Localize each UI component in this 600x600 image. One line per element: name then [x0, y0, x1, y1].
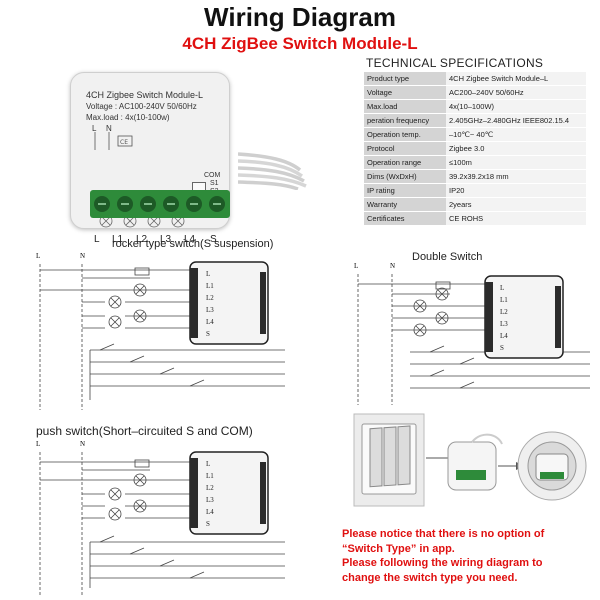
double-term-l: L [500, 284, 504, 292]
rocker-term-s: S [206, 330, 210, 338]
spec-value: 2.405GHz–2.480GHz IEEE802.15.4 [446, 113, 586, 128]
double-term-l1: L1 [500, 296, 508, 304]
module-schematic: CE [94, 132, 133, 150]
specs-title: TECHNICAL SPECIFICATIONS [366, 56, 544, 70]
double-line-n-label: N [390, 262, 395, 270]
spec-value: Zigbee 3.0 [446, 141, 586, 156]
spec-value: ≤100m [446, 155, 586, 170]
notice-line-3: Please following the wiring diagram to [342, 557, 543, 569]
double-term-l4: L4 [500, 332, 508, 340]
notice-line-2: “Switch Type” in app. [342, 542, 455, 555]
push-term-l2: L2 [206, 484, 214, 492]
spec-key: Voltage [364, 85, 446, 100]
push-caption: push switch(Short–circuited S and COM) [36, 424, 253, 438]
module-maxload: Max.load : 4x(10-100w) [86, 113, 170, 122]
push-term-s: S [206, 520, 210, 528]
module-name: 4CH Zigbee Switch Module-L [86, 90, 204, 100]
top-terminal-l: L [92, 124, 97, 133]
svg-text:CE: CE [120, 139, 128, 146]
double-term-s: S [500, 344, 504, 352]
spec-value: 4x(10–100W) [446, 99, 586, 114]
spec-key: Protocol [364, 141, 446, 156]
terminal-block [90, 190, 230, 218]
rocker-term-l4: L4 [206, 318, 214, 326]
notice-line-1: Please notice that there is no option of [342, 528, 545, 540]
s1-label: S1 [210, 180, 219, 187]
installation-illustration [353, 413, 587, 507]
lead-wires [238, 152, 307, 190]
spec-key: peration frequency [364, 113, 446, 128]
push-term-l: L [206, 460, 210, 468]
spec-value: CE ROHS [446, 211, 586, 226]
rocker-caption: rocker type switch(S suspension) [112, 238, 274, 250]
spec-key: Operation range [364, 155, 446, 170]
spec-key: IP rating [364, 183, 446, 198]
double-term-l2: L2 [500, 308, 508, 316]
rocker-line-n-label: N [80, 252, 85, 260]
push-term-l3: L3 [206, 496, 214, 504]
spec-row: Dims (WxDxH)39.2x39.2x18 mm [364, 169, 586, 184]
spec-row: Operation temp.–10℃~ 40℃ [364, 127, 586, 142]
notice-line-4: change the switch type you need. [342, 571, 518, 584]
spec-value: –10℃~ 40℃ [446, 127, 586, 142]
push-line-l-label: L [36, 440, 40, 448]
double-caption: Double Switch [412, 251, 483, 263]
spec-row: Operation range≤100m [364, 155, 586, 170]
rocker-term-l: L [206, 270, 210, 278]
rocker-wiring-diagram: L N L L1 L2 L3 L4 S [36, 252, 285, 410]
rocker-term-l2: L2 [206, 294, 214, 302]
rocker-term-l1: L1 [206, 282, 214, 290]
rocker-term-l3: L3 [206, 306, 214, 314]
double-wiring-diagram: L N L L1 L2 L3 L4 S [354, 262, 590, 405]
spec-value: 2years [446, 197, 586, 212]
rocker-line-l-label: L [36, 252, 40, 260]
page-title: Wiring Diagram [204, 2, 396, 32]
com-label: COM [204, 172, 221, 179]
spec-value: 4CH Zigbee Switch Module–L [446, 72, 586, 86]
push-line-n-label: N [80, 440, 85, 448]
terminal-label-l4: L4 [184, 234, 196, 245]
spec-key: Warranty [364, 197, 446, 212]
push-wiring-diagram: L N L L1 L2 L3 L4 S [36, 440, 285, 596]
terminal-label-l1: L1 [112, 234, 124, 245]
terminal-label-l2: L2 [136, 234, 148, 245]
spec-key: Max.load [364, 99, 446, 114]
spec-key: Operation temp. [364, 127, 446, 142]
spec-value: AC200–240V 50/60Hz [446, 85, 586, 100]
terminal-label-l3: L3 [160, 234, 172, 245]
switch-type-notice: Please notice that there is no option of… [342, 527, 598, 585]
spec-key: Dims (WxDxH) [364, 169, 446, 184]
top-terminal-n: N [106, 124, 112, 133]
spec-key: Certificates [364, 211, 446, 226]
spec-value: IP20 [446, 183, 586, 198]
push-term-l4: L4 [206, 508, 214, 516]
double-term-l3: L3 [500, 320, 508, 328]
spec-value: 39.2x39.2x18 mm [446, 169, 586, 184]
module-voltage: Voltage : AC100-240V 50/60Hz [86, 102, 197, 111]
product-subtitle: 4CH ZigBee Switch Module-L [182, 34, 418, 53]
terminal-label-l: L [94, 234, 100, 245]
terminal-label-s: S [210, 234, 217, 245]
spec-key: Product type [364, 72, 446, 86]
double-line-l-label: L [354, 262, 358, 270]
push-term-l1: L1 [206, 472, 214, 480]
